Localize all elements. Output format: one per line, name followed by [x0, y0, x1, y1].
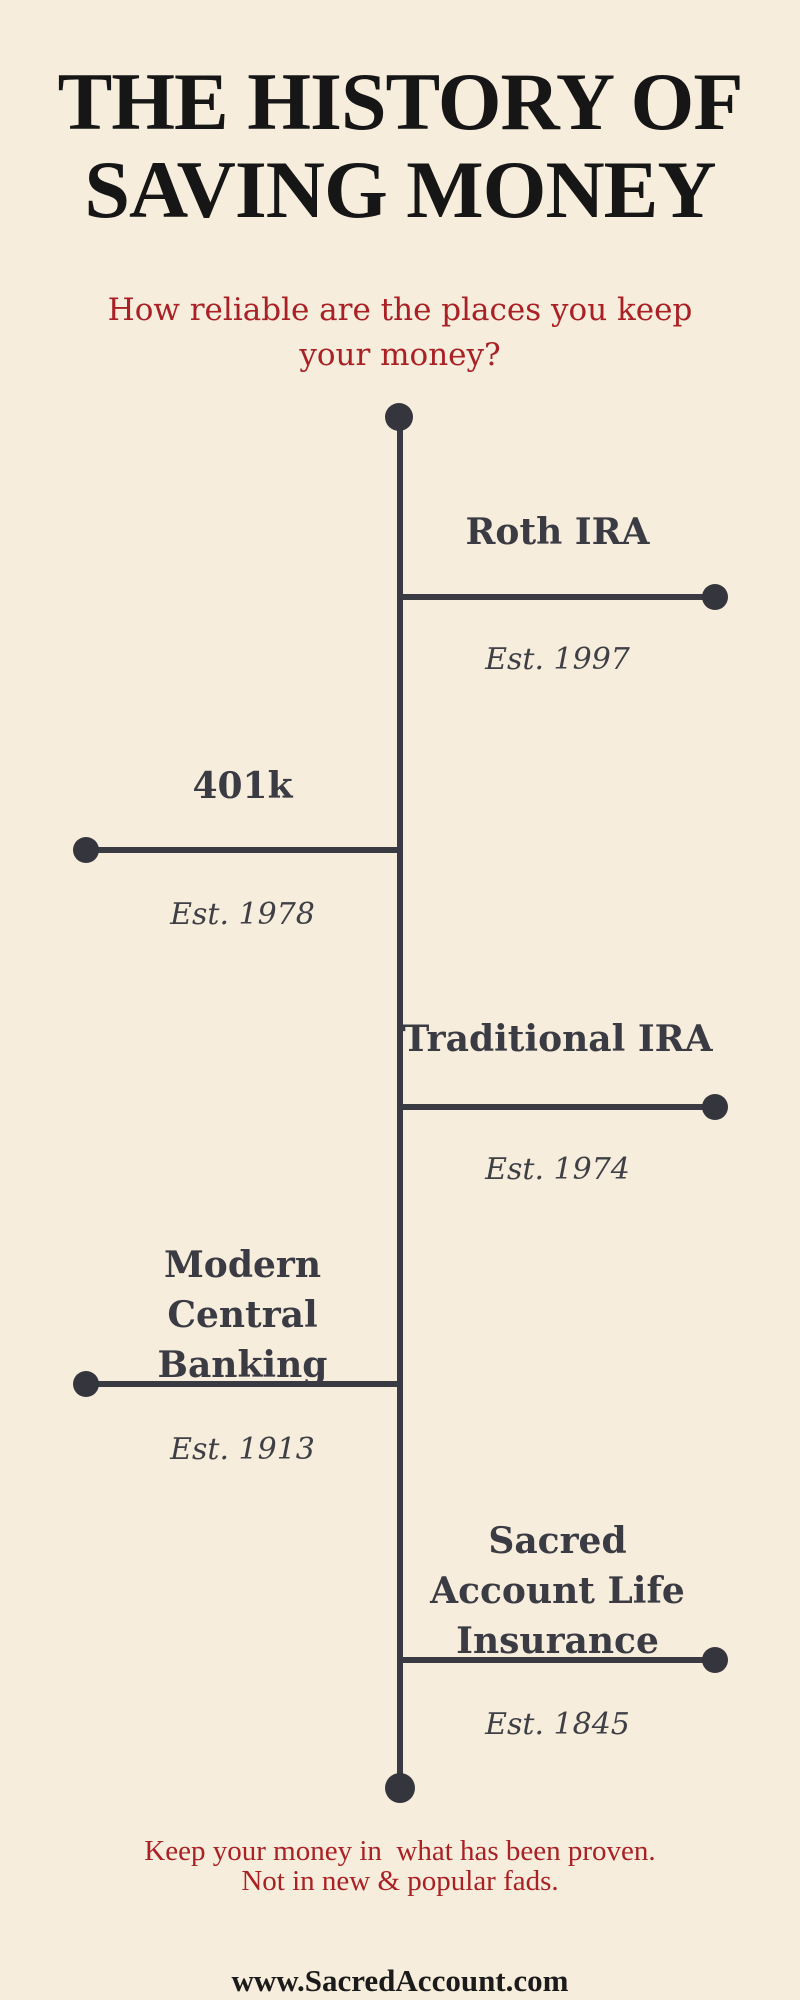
closing-message-line-2: Not in new & popular fads. [241, 1865, 559, 1897]
timeline-end-dot [385, 1773, 415, 1803]
branch-end-dot [73, 1371, 99, 1397]
branch-end-dot [73, 837, 99, 863]
branch-line [85, 847, 400, 853]
entry-label: 401k [192, 765, 293, 807]
website-url: www.SacredAccount.com [231, 1963, 569, 1998]
branch-end-dot [702, 1094, 728, 1120]
entry-est-year: Est. 1997 [485, 642, 630, 677]
entry-est-year: Est. 1978 [170, 897, 315, 932]
entry-est-year: Est. 1913 [170, 1432, 315, 1467]
branch-line [400, 594, 715, 600]
subtitle-question: How reliable are the places you keep you… [0, 288, 800, 378]
subtitle-line-1: How reliable are the places you keep [107, 292, 693, 328]
page-title: THE HISTORY OF SAVING MONEY [0, 58, 800, 234]
subtitle-line-2: your money? [299, 337, 501, 373]
branch-line [85, 1381, 400, 1387]
entry-est-year: Est. 1845 [485, 1707, 630, 1742]
timeline-start-dot [385, 403, 413, 431]
branch-end-dot [702, 1647, 728, 1673]
entry-label: Traditional IRA [402, 1018, 713, 1060]
branch-line [400, 1657, 715, 1663]
branch-end-dot [702, 584, 728, 610]
closing-message: Keep your money in what has been proven.… [0, 1836, 800, 1896]
closing-message-line-1: Keep your money in what has been proven. [144, 1835, 656, 1867]
entry-label: Roth IRA [465, 511, 650, 553]
page-title-line-2: SAVING MONEY [84, 144, 716, 235]
entry-label: Modern Central Banking [157, 1244, 328, 1386]
branch-line [400, 1104, 715, 1110]
entry-label: Sacred Account Life Insurance [430, 1520, 685, 1662]
entry-est-year: Est. 1974 [485, 1152, 630, 1187]
timeline-spine-line [397, 417, 403, 1788]
page-title-line-1: THE HISTORY OF [57, 56, 744, 147]
